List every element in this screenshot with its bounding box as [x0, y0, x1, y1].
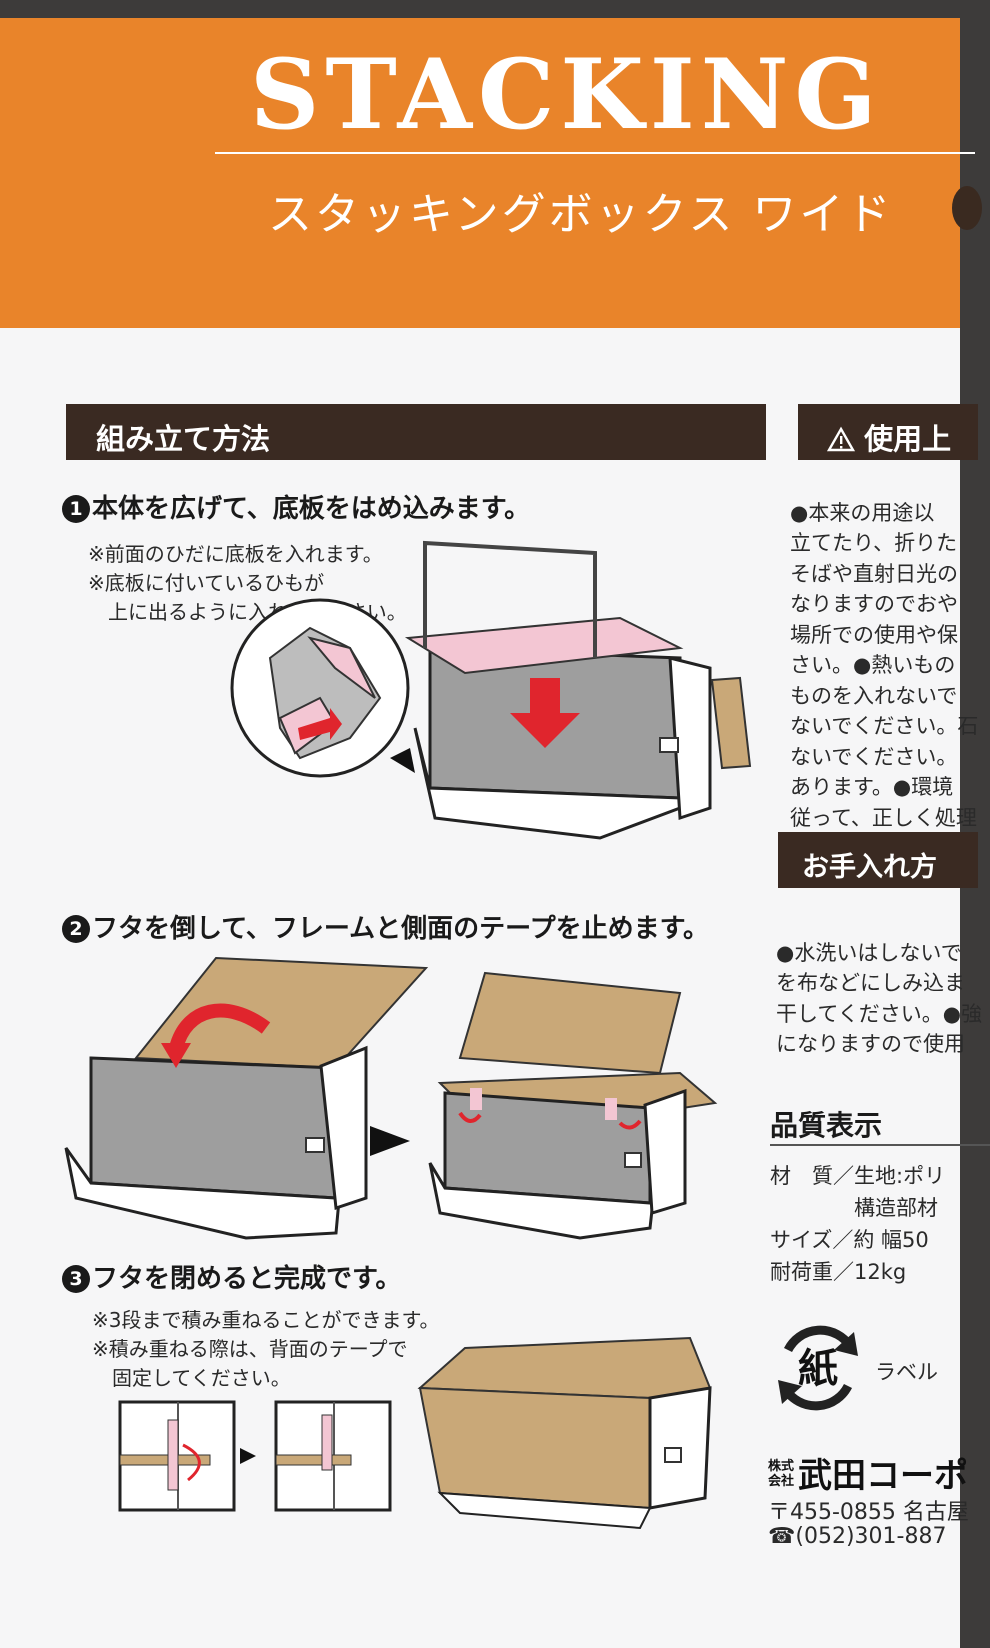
step-1-text: 本体を広げて、底板をはめ込みます。: [92, 494, 531, 524]
care-line-3: 干してください。●強: [776, 1002, 983, 1026]
step-3-illustration: [417, 1336, 712, 1530]
tape-detail-illustration: [118, 1400, 392, 1512]
care-line-1: ●水洗いはしないで: [776, 941, 962, 965]
size-badge: [952, 186, 982, 230]
recycle-label: ラベル: [875, 1360, 938, 1384]
caution-line-5: 場所での使用や保: [790, 623, 958, 647]
step-3-note-1: ※3段まで積み重ねることができます。: [92, 1308, 440, 1332]
step-1-note-2: ※底板に付いているひもが: [88, 571, 325, 595]
step-2-number: 2: [62, 915, 90, 943]
step-1-note-1: ※前面のひだに底板を入れます。: [88, 542, 383, 566]
company-prefix-bottom: 会社: [768, 1474, 795, 1489]
step-1-number: 1: [62, 495, 90, 523]
quality-heading: 品質表示: [770, 1109, 883, 1142]
instruction-sheet: STACKING スタッキングボックス ワイド 組み立て方法 使用上 お手入れ方…: [0, 18, 990, 1648]
caution-line-9: ないでください。: [790, 745, 958, 769]
caution-heading: 使用上: [864, 422, 952, 456]
care-heading-bar: お手入れ方: [778, 832, 978, 888]
step-3-note-2: ※積み重ねる際は、背面のテープで: [92, 1337, 408, 1361]
company-prefix-top: 株式: [768, 1459, 795, 1474]
company-postal: 〒455-0855 名古屋: [768, 1500, 969, 1525]
title-divider: [215, 152, 975, 154]
spec-structure: 構造部材: [770, 1196, 938, 1220]
assembly-heading-bar: 組み立て方法: [66, 404, 766, 460]
care-heading: お手入れ方: [802, 852, 937, 883]
play-arrow-icon: [370, 1126, 410, 1156]
care-line-4: になりますので使用: [776, 1032, 965, 1056]
quality-divider: [770, 1144, 990, 1146]
caution-line-8: ないでください。石: [790, 714, 979, 738]
spec-material: 材 質／生地:ポリ: [770, 1164, 946, 1188]
company-name: 株式会社武田コーポ: [768, 1448, 968, 1497]
caution-line-10: あります。●環境: [790, 775, 954, 799]
step-2-text: フタを倒して、フレームと側面のテープを止めます。: [92, 914, 709, 944]
caution-line-4: なりますのでおや: [790, 592, 958, 616]
company-phone: ☎(052)301-887: [768, 1524, 947, 1549]
caution-line-7: ものを入れないで: [790, 684, 958, 708]
spec-load: 耐荷重／12kg: [770, 1260, 907, 1284]
care-line-2: を布などにしみ込ま: [776, 971, 965, 995]
caution-line-6: さい。●熱いもの: [790, 653, 956, 677]
step-3-text: フタを閉めると完成です。: [92, 1264, 402, 1294]
caution-line-11: 従って、正しく処理: [790, 806, 977, 830]
company-name-text: 武田コーポ: [798, 1456, 968, 1496]
assembly-heading: 組み立て方法: [96, 422, 271, 456]
caution-line-3: そばや直射日光の: [790, 562, 958, 586]
step-2-illustration-right: [428, 971, 718, 1240]
step-2-illustration-left: [64, 956, 429, 1240]
product-title: STACKING: [250, 38, 883, 151]
spec-size: サイズ／約 幅50: [770, 1228, 929, 1252]
product-subtitle: スタッキングボックス ワイド: [268, 189, 894, 240]
header-band: STACKING スタッキングボックス ワイド: [0, 18, 982, 328]
caution-line-1: ●本来の用途以: [790, 501, 935, 525]
step-1-illustration: [230, 540, 752, 840]
caution-line-2: 立てたり、折りた: [790, 531, 958, 555]
recycle-paper-icon: 紙: [778, 1325, 858, 1411]
step-3-number: 3: [62, 1265, 90, 1293]
caution-heading-bar: 使用上: [798, 404, 978, 460]
warning-triangle-icon: [826, 426, 856, 452]
company-prefix: 株式会社: [768, 1459, 798, 1489]
step-3-note-3: 固定してください。: [92, 1366, 291, 1390]
recycle-mark-text: 紙: [798, 1346, 838, 1392]
